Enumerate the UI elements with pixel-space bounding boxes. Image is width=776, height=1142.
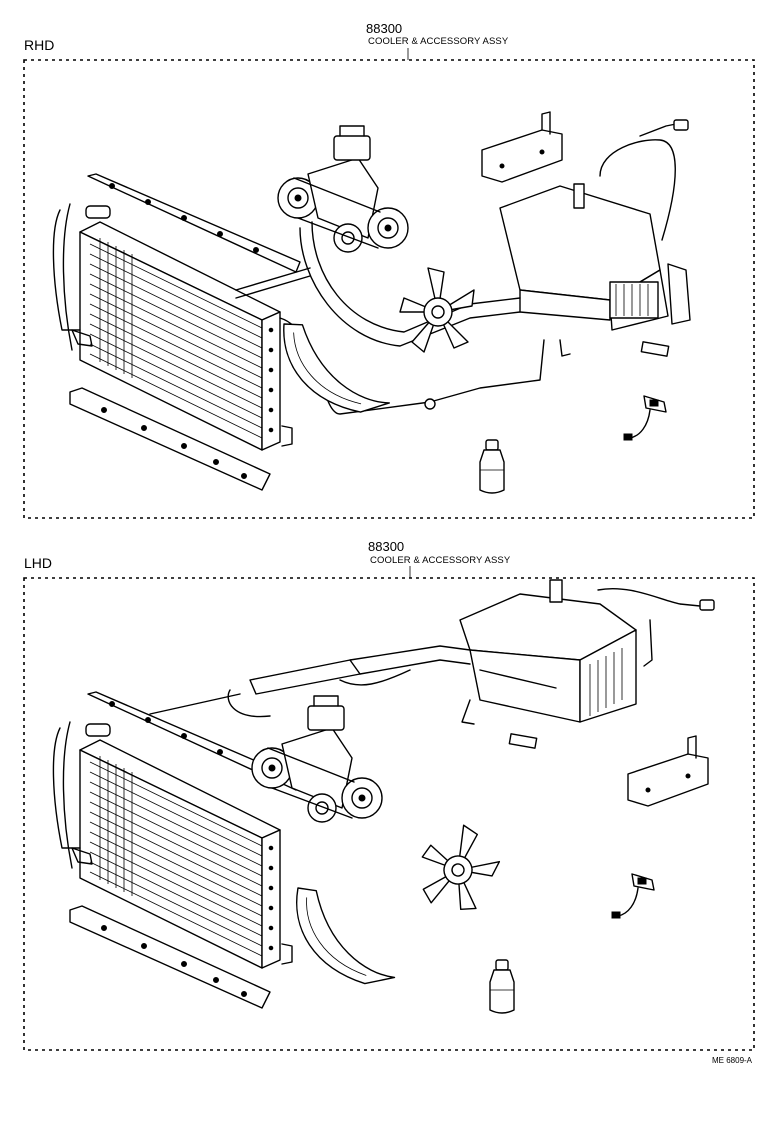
rhd-fan xyxy=(399,267,475,353)
lhd-condenser xyxy=(52,691,301,1009)
lhd-switch xyxy=(611,873,655,919)
rhd-frame xyxy=(23,59,755,519)
lhd-pad xyxy=(508,733,538,749)
lhd-compressor xyxy=(251,695,383,823)
lhd-piping xyxy=(149,645,475,725)
rhd-condenser xyxy=(52,173,301,491)
rhd-part-name: COOLER & ACCESSORY ASSY xyxy=(368,36,509,47)
lhd-part-number: 88300 xyxy=(368,539,405,554)
rhd-shield xyxy=(280,307,391,424)
lhd-frame xyxy=(23,577,755,1051)
rhd-compressor xyxy=(277,125,409,253)
rhd-evaporator-unit xyxy=(499,119,691,331)
lhd-shield xyxy=(294,881,396,989)
figure-reference: ME 6809-A xyxy=(712,1056,753,1065)
lhd-evaporator-unit xyxy=(459,579,715,723)
rhd-pad xyxy=(640,341,670,357)
rhd-oil-bottle xyxy=(479,439,505,494)
rhd-side-label: RHD xyxy=(24,37,55,53)
lhd-oil-bottle xyxy=(489,959,515,1014)
lhd-fan xyxy=(407,814,508,921)
lhd-bracket xyxy=(627,735,709,807)
rhd-part-number: 88300 xyxy=(366,21,403,36)
rhd-bracket xyxy=(481,111,563,183)
lhd-part-name: COOLER & ACCESSORY ASSY xyxy=(370,555,511,566)
rhd-switch xyxy=(623,395,667,441)
lhd-side-label: LHD xyxy=(24,555,53,571)
